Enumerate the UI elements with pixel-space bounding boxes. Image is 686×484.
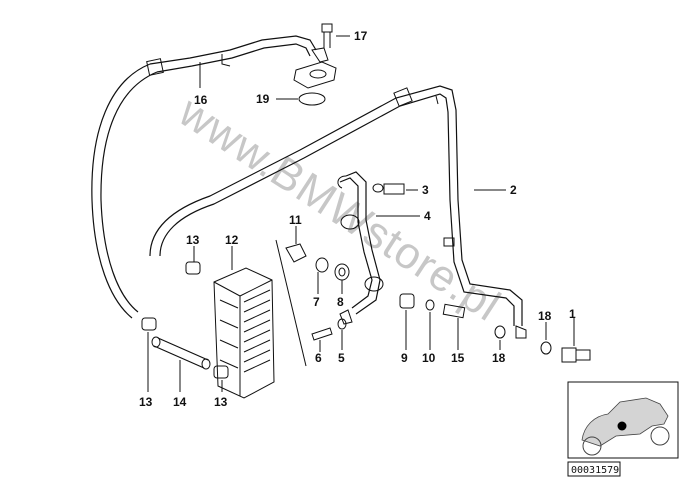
callout-10: 10 [422, 351, 436, 365]
o-ring-19 [298, 92, 326, 106]
callout-9: 9 [401, 351, 408, 365]
callout-19: 19 [256, 92, 270, 106]
callout-18-bottom: 18 [492, 351, 506, 365]
sleeve-8 [334, 263, 350, 281]
callout-18-top: 18 [538, 309, 552, 323]
washer-10 [425, 299, 435, 311]
seal-18b [540, 341, 552, 355]
callout-14: 14 [173, 395, 187, 409]
callout-15: 15 [451, 351, 465, 365]
hose-flange-fitting [293, 47, 337, 89]
callout-17: 17 [354, 29, 368, 43]
callout-4: 4 [424, 209, 431, 223]
oil-pipe-4 [337, 171, 384, 325]
oil-cooler-12 [213, 267, 275, 399]
leader-lines [147, 35, 575, 392]
clip-11 [275, 239, 307, 367]
oil-hose-2 [149, 85, 527, 339]
location-marker [617, 421, 627, 431]
hose-clamp-13b [141, 317, 157, 331]
callout-1: 1 [569, 307, 576, 321]
callout-13-top: 13 [186, 233, 200, 247]
washer-5 [337, 318, 347, 330]
bolt-15 [442, 303, 466, 319]
hose-clamp-13c [213, 365, 229, 379]
washer-7 [315, 257, 329, 273]
callout-13-bottom: 13 [214, 395, 228, 409]
banjo-bolt-3 [372, 183, 405, 195]
bolt-17 [321, 23, 333, 48]
callout-7: 7 [313, 295, 320, 309]
callout-5: 5 [338, 351, 345, 365]
callout-2: 2 [510, 183, 517, 197]
oil-hose-16 [91, 35, 317, 319]
banjo-bolt-1 [561, 347, 591, 363]
sleeve-9 [399, 293, 415, 309]
diagram-code-box: 00031579 [567, 461, 621, 477]
diagram-code: 00031579 [571, 465, 619, 476]
callout-11: 11 [289, 213, 302, 227]
callout-3: 3 [422, 183, 429, 197]
callout-8: 8 [337, 295, 344, 309]
callout-12: 12 [225, 233, 239, 247]
callout-6: 6 [315, 351, 322, 365]
hose-clamp-13a [185, 261, 201, 275]
seal-18a [494, 325, 506, 339]
callout-16: 16 [194, 93, 208, 107]
short-hose-14 [151, 336, 211, 370]
motorcycle-thumbnail [567, 381, 679, 459]
bolt-6 [311, 327, 333, 341]
callout-13-left: 13 [139, 395, 153, 409]
